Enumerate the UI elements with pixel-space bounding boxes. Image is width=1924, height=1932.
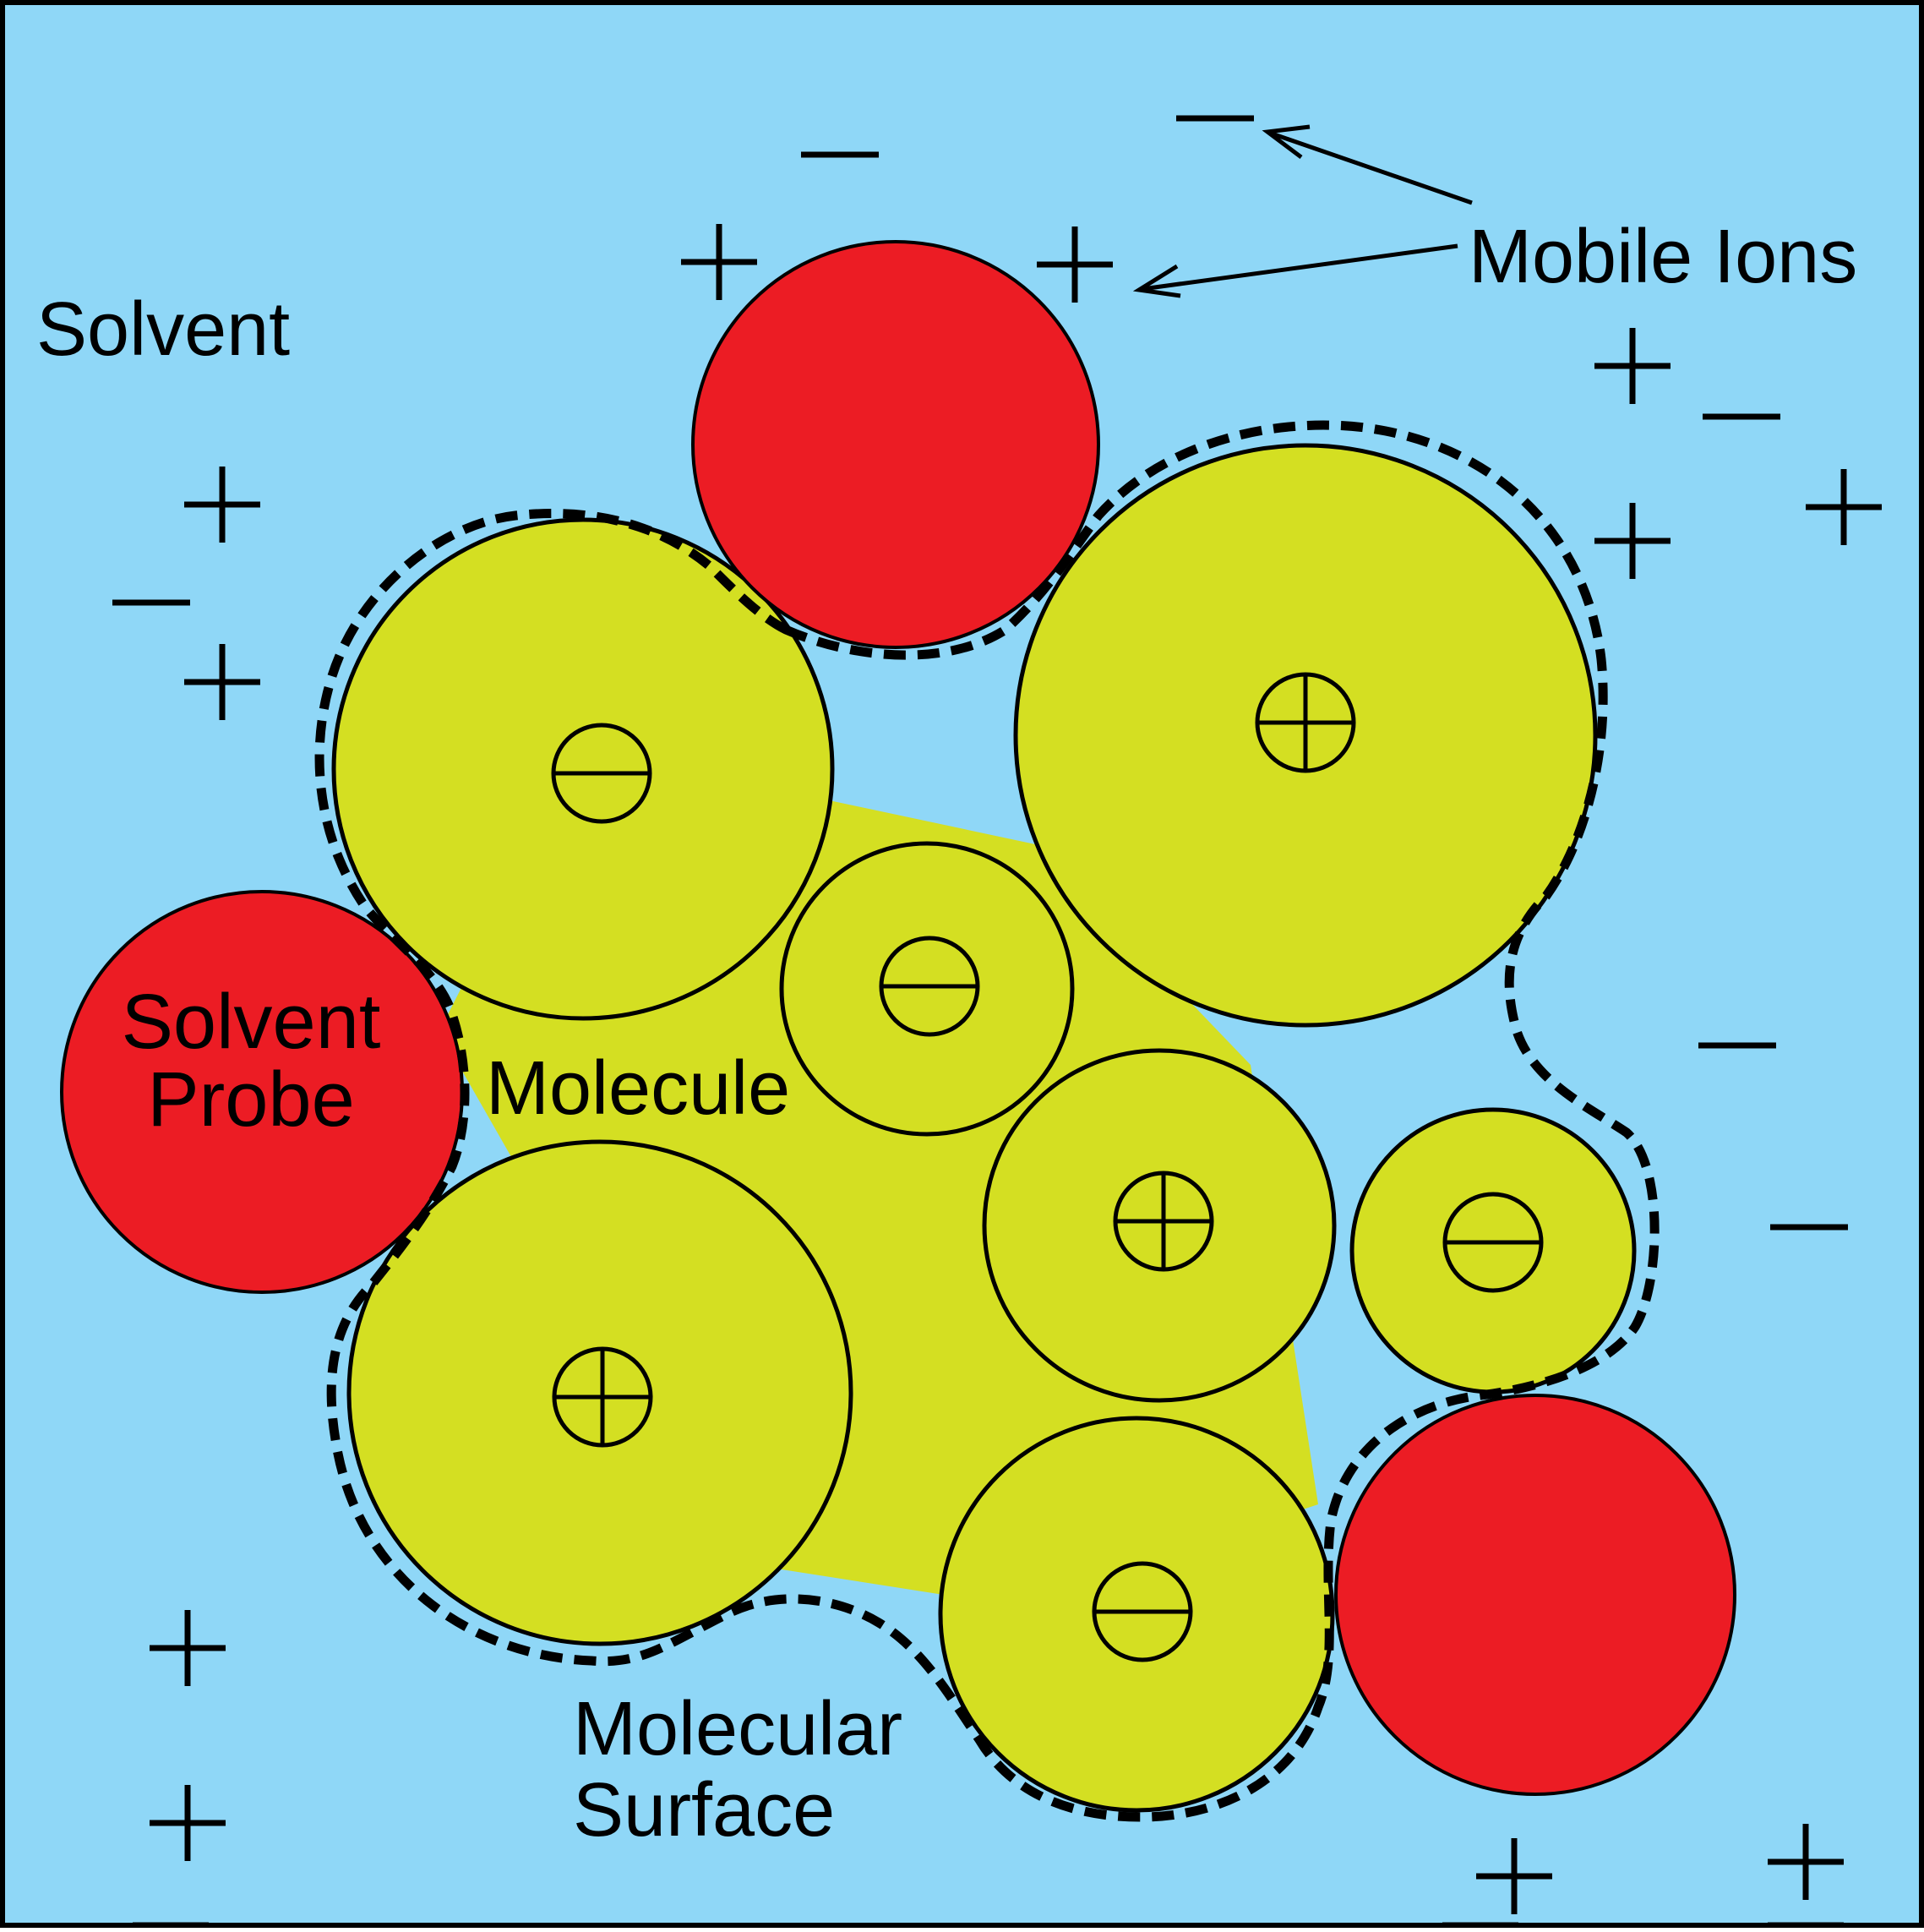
atom-fill xyxy=(940,1418,1333,1810)
atom-positive xyxy=(346,1139,853,1646)
molecular-surface-outline xyxy=(314,420,1660,1822)
minus-charge-icon xyxy=(1092,1561,1193,1662)
positive-ion-icon xyxy=(150,1785,226,1861)
plus-charge-icon xyxy=(1255,672,1356,773)
atom-negative xyxy=(779,841,1075,1137)
mobile-ions-negative xyxy=(112,115,1848,1231)
positive-ion-icon xyxy=(150,1610,226,1686)
positive-ion-icon xyxy=(184,467,260,543)
positive-ion-icon xyxy=(184,644,260,720)
molecular-surface-label-line2: Surface xyxy=(573,1768,835,1853)
solvent-probes xyxy=(60,240,1736,1796)
arrow-icon xyxy=(1262,124,1473,205)
arrow-icon xyxy=(1132,243,1458,298)
solvent-probe-label-line1: Solvent xyxy=(122,979,381,1065)
atom-fill xyxy=(349,1142,851,1644)
positive-ion-icon xyxy=(1037,226,1113,303)
atom-fill xyxy=(334,520,832,1018)
atom-fill xyxy=(984,1051,1334,1400)
molecule-label: Molecule xyxy=(486,1046,790,1131)
minus-charge-icon xyxy=(551,723,652,824)
solvent-probe-top xyxy=(691,240,1100,649)
minus-charge-icon xyxy=(1442,1192,1544,1293)
mobile-ions-positive xyxy=(133,224,1882,1929)
atom-fill xyxy=(1352,1110,1634,1392)
solvent-probe-label-line2: Probe xyxy=(147,1056,355,1143)
molecular-surface-label-line1: Molecular xyxy=(573,1687,902,1771)
atoms xyxy=(331,443,1637,1813)
molecule-body xyxy=(334,445,1634,1810)
atom-fill xyxy=(782,843,1072,1134)
positive-ion-icon xyxy=(1768,1824,1844,1900)
positive-ion-icon xyxy=(1594,503,1671,579)
positive-ion-icon xyxy=(1476,1838,1552,1914)
positive-ion-icon xyxy=(681,224,757,300)
solvent-label: Solvent xyxy=(36,287,290,372)
positive-ion-icon xyxy=(1594,328,1671,404)
atom-positive xyxy=(982,1048,1337,1403)
labels: Solvent Mobile Ions Solvent Probe Molecu… xyxy=(36,215,1857,1853)
plus-charge-icon xyxy=(552,1346,653,1448)
atom-negative xyxy=(331,517,835,1021)
mobile-ions-label: Mobile Ions xyxy=(1469,215,1857,299)
minus-charge-icon xyxy=(879,936,980,1037)
mobile-ions-pointers xyxy=(1132,124,1473,298)
positive-ion-icon xyxy=(1806,469,1882,545)
solvent-probe-bottom-right xyxy=(1334,1394,1736,1796)
plus-charge-icon xyxy=(1113,1171,1214,1272)
atom-positive xyxy=(1013,443,1598,1028)
